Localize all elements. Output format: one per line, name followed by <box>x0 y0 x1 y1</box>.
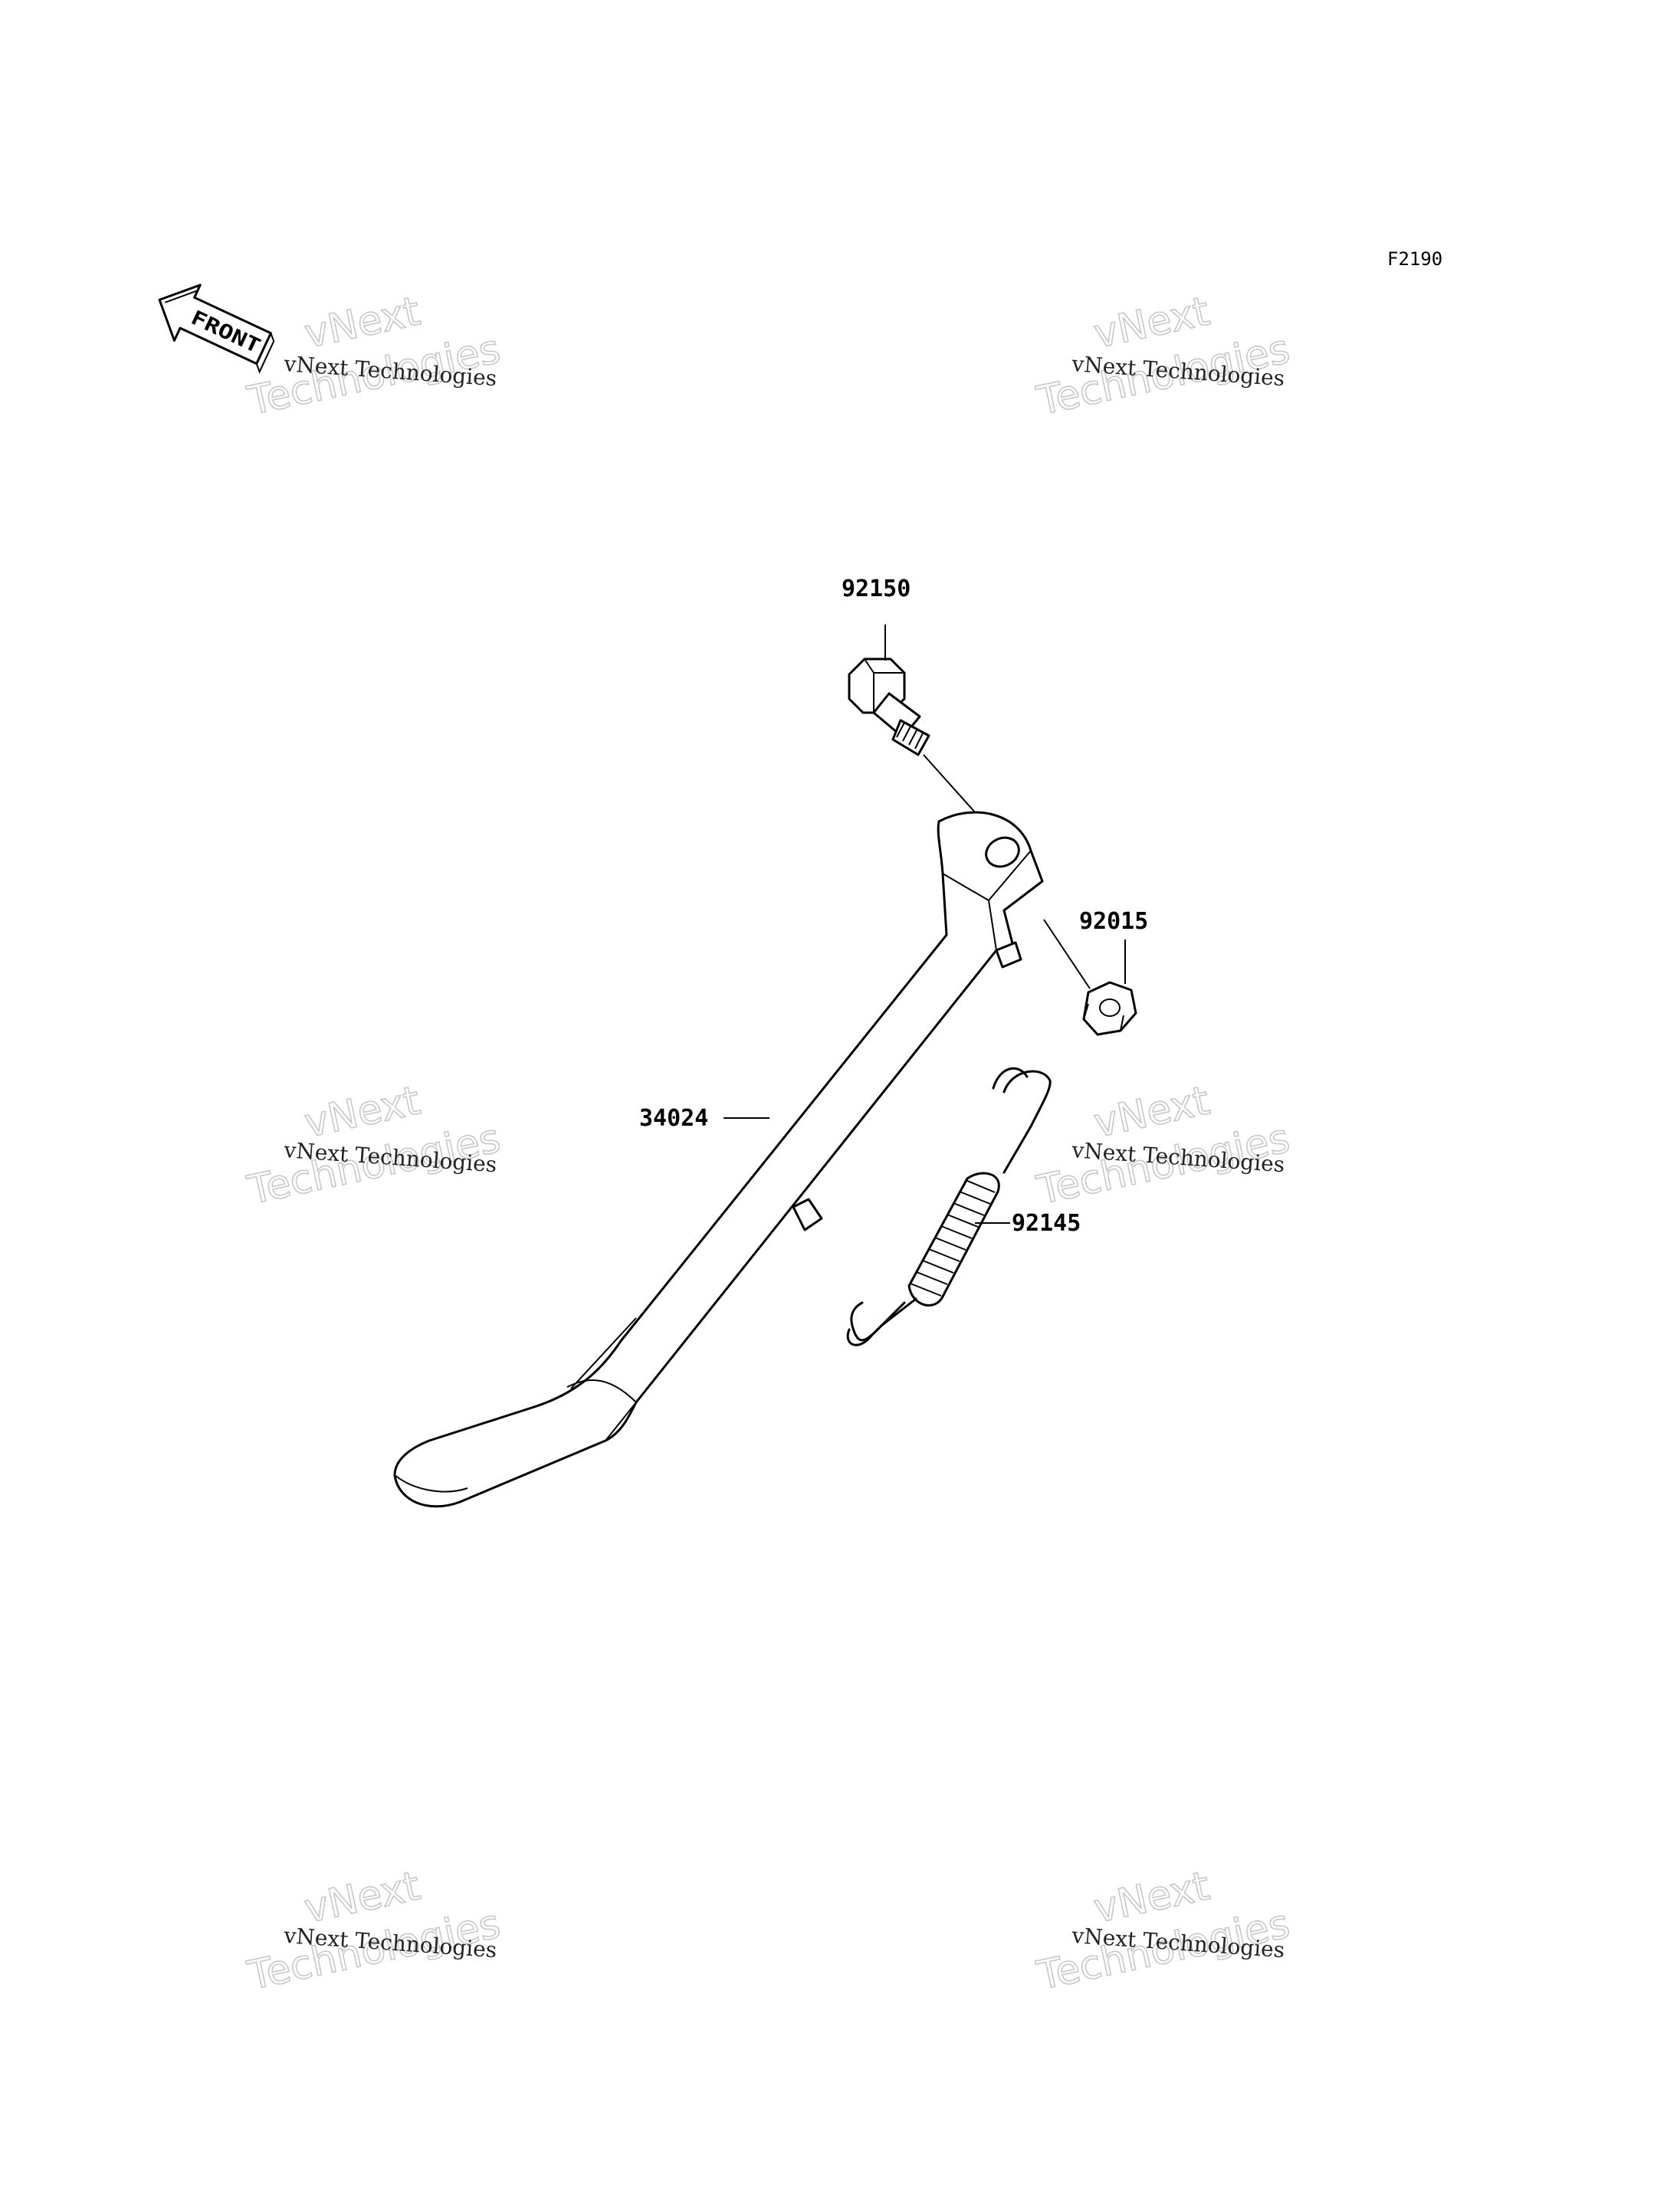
nut-part <box>1082 981 1137 1036</box>
nut-axis-line <box>1043 919 1091 989</box>
spring-part <box>846 1067 1052 1346</box>
side-stand-part <box>393 811 1044 1508</box>
watermark-mid-right: vNext Technologies <box>1032 1077 1294 1215</box>
callout-spring: 92145 <box>1012 1210 1081 1237</box>
callout-bolt: 92150 <box>842 575 911 602</box>
callout-stand: 34024 <box>639 1105 708 1132</box>
figure-code: F2190 <box>1387 248 1442 270</box>
watermark-mid-left: vNext Technologies <box>243 1077 505 1215</box>
watermark-bottom-right: vNext Technologies <box>1032 1863 1294 2000</box>
bolt-part <box>848 657 930 756</box>
callout-nut: 92015 <box>1079 908 1148 935</box>
front-arrow-icon: FRONT <box>158 284 275 374</box>
watermark-top-left: vNext Technologies <box>243 288 505 425</box>
watermark-bottom-left: vNext Technologies <box>243 1863 505 2000</box>
watermark-top-right: vNext Technologies <box>1032 288 1294 425</box>
